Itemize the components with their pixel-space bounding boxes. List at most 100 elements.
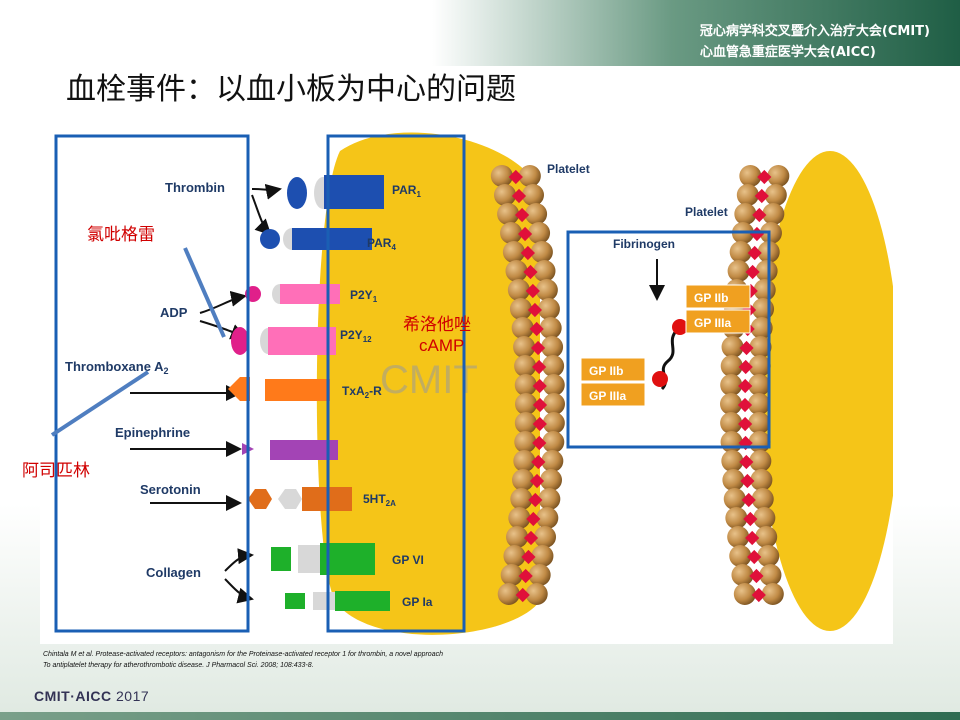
membrane-bead [497, 203, 520, 225]
membrane-bead [749, 450, 772, 472]
membrane-bead [748, 355, 771, 377]
membrane-bead [530, 241, 553, 263]
platelet-right-label: Platelet [685, 205, 728, 219]
membrane-bead [497, 583, 520, 605]
gpia-ligand [285, 593, 305, 609]
receptor-p2y1-label: P2Y1 [350, 288, 378, 304]
membrane-bead [490, 165, 513, 187]
clopidogrel-pointer [183, 247, 226, 338]
membrane-protein [747, 245, 762, 261]
serotonin-cleft [278, 489, 302, 509]
membrane-bead [727, 526, 750, 548]
gp-iiia-left-label: GP IIIa [589, 389, 626, 403]
gp-iiia-right-label: GP IIIa [694, 316, 731, 330]
fibrinogen-head-bottom [652, 371, 668, 387]
membrane-bead [721, 450, 744, 472]
agonist-arrows [130, 183, 282, 604]
gp-iib-left-label: GP IIb [589, 364, 623, 378]
gpia-cleft [313, 592, 335, 610]
agonist-epinephrine: Epinephrine [115, 425, 190, 440]
membrane-bead [513, 450, 536, 472]
footer-brand: CMIT·AICC [34, 688, 112, 704]
membrane-bead [750, 469, 773, 491]
membrane-bead [528, 564, 551, 586]
membrane-bead [514, 412, 537, 434]
membrane-bead [525, 583, 548, 605]
membrane-protein [529, 473, 545, 489]
slide-title: 血栓事件：以血小板为中心的问题 [66, 72, 516, 107]
membrane-protein [526, 511, 541, 527]
membrane-bead [542, 412, 565, 434]
membrane-bead [514, 431, 537, 453]
membrane-bead [513, 336, 536, 358]
membrane-bead [755, 526, 778, 548]
membrane-bead [720, 393, 743, 415]
membrane-protein [523, 530, 539, 546]
agonist-box [54, 134, 250, 633]
membrane-bead [514, 374, 537, 396]
membrane-bead [755, 260, 778, 282]
membrane-bead [507, 279, 530, 301]
membrane-bead [720, 374, 743, 396]
membrane-bead [720, 355, 743, 377]
membrane-protein [739, 454, 754, 470]
receptor-box [326, 134, 466, 633]
par4-ligand [260, 229, 280, 249]
membrane-bead [506, 526, 529, 548]
citation-line-2: To antiplatelet therapy for atherothromb… [43, 662, 314, 669]
membrane-right [720, 165, 790, 605]
membrane-protein [745, 264, 760, 280]
citation: Chintala M et al. Protease-activated rec… [43, 649, 443, 671]
membrane-bead [510, 488, 533, 510]
membrane-protein [752, 207, 767, 223]
membrane-bead [538, 488, 561, 510]
membrane-bead [535, 279, 558, 301]
membrane-bead [748, 431, 771, 453]
footer-logo: CMIT·AICC 2017 [34, 688, 149, 704]
p2y12-receptor [268, 327, 336, 355]
citation-line-1: Chintala M et al. Protease-activated rec… [43, 651, 443, 658]
membrane-protein [527, 302, 542, 318]
receptor-gpvi-label: GP VI [392, 553, 424, 567]
membrane-protein [532, 435, 547, 451]
membrane-protein [747, 549, 762, 565]
par1-ligand [287, 177, 307, 209]
membrane-protein [515, 207, 530, 223]
membrane-bead [750, 317, 773, 339]
receptor-gpia-label: GP Ia [402, 595, 433, 609]
membrane-bead [542, 355, 565, 377]
p2y1-receptor [280, 284, 340, 304]
membrane-bead [761, 583, 784, 605]
platelet-diagram: Platelet Platelet Thrombin ADP Thromboxa… [40, 131, 900, 644]
membrane-bead [736, 184, 759, 206]
conference-line-2: 心血管急重症医学大会(AICC) [699, 45, 876, 60]
aspirin-pointer [50, 370, 150, 437]
platelet-right-body [760, 151, 900, 631]
membrane-bead [528, 222, 551, 244]
gpvi-ligand [271, 547, 291, 571]
membrane-bead [753, 279, 776, 301]
platelet-left-body [316, 132, 540, 635]
membrane-bead [757, 545, 780, 567]
bottom-bar [0, 712, 960, 720]
membrane-protein [737, 397, 753, 413]
gp-iib-left [580, 357, 646, 382]
membrane-bead [723, 488, 746, 510]
membrane-protein [738, 378, 753, 394]
membrane-bead [762, 203, 785, 225]
membrane-bead [533, 260, 556, 282]
membrane-protein [739, 340, 754, 356]
membrane-bead [720, 412, 743, 434]
membrane-bead [514, 355, 537, 377]
txa2-receptor [265, 379, 330, 401]
membrane-bead [518, 165, 541, 187]
membrane-bead [531, 545, 554, 567]
membrane-bead [514, 393, 537, 415]
annotation-cilostazol: 希洛他唑 [403, 315, 471, 335]
receptor-par4-label: PAR4 [367, 236, 396, 252]
p2y12-ligand [231, 327, 249, 355]
membrane-bead [542, 393, 565, 415]
membrane-bead [500, 222, 523, 244]
agonist-collagen: Collagen [146, 565, 201, 580]
membrane-protein [532, 378, 547, 394]
